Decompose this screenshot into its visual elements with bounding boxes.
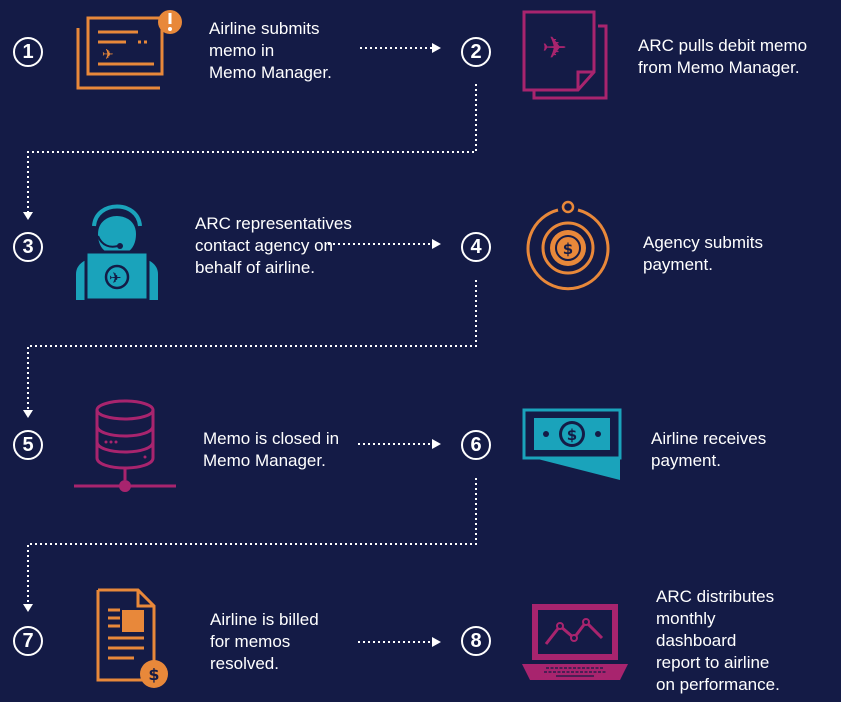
banknote-icon: $ — [522, 408, 622, 480]
arrowhead-down-icon — [23, 212, 33, 220]
step-number-badge: 3 — [13, 232, 43, 262]
svg-text:✈: ✈ — [109, 269, 122, 287]
step-number-badge: 6 — [461, 430, 491, 460]
connector-2-3 — [27, 84, 477, 212]
connector-6-7 — [27, 478, 477, 604]
svg-text:$: $ — [567, 426, 577, 444]
memo-alert-icon: ✈ — [76, 10, 182, 90]
database-icon — [74, 399, 176, 492]
connector-4-5 — [27, 280, 477, 410]
debit-memo-stack-icon: ✈ — [522, 10, 608, 100]
step-number-badge: 5 — [13, 430, 43, 460]
step-number-badge: 8 — [461, 626, 491, 656]
laptop-dashboard-icon — [522, 604, 628, 680]
arrowhead-down-icon — [23, 410, 33, 418]
arrowhead-right-icon — [432, 637, 441, 647]
step-number-badge: 7 — [13, 626, 43, 656]
step-number-badge: 1 — [13, 37, 43, 67]
step-number-badge: 2 — [461, 37, 491, 67]
coin-payment-icon: $ — [526, 200, 610, 291]
representative-headset-icon: ✈ — [76, 204, 158, 300]
arrowhead-right-icon — [432, 439, 441, 449]
arrowhead-right-icon — [432, 239, 441, 249]
svg-text:$: $ — [148, 665, 159, 684]
step-number-badge: 4 — [461, 232, 491, 262]
svg-text:✈: ✈ — [542, 31, 567, 66]
arrowhead-right-icon — [432, 43, 441, 53]
svg-text:$: $ — [563, 240, 573, 258]
svg-text:✈: ✈ — [102, 47, 114, 63]
arrowhead-down-icon — [23, 604, 33, 612]
invoice-dollar-icon: $ — [96, 588, 168, 688]
